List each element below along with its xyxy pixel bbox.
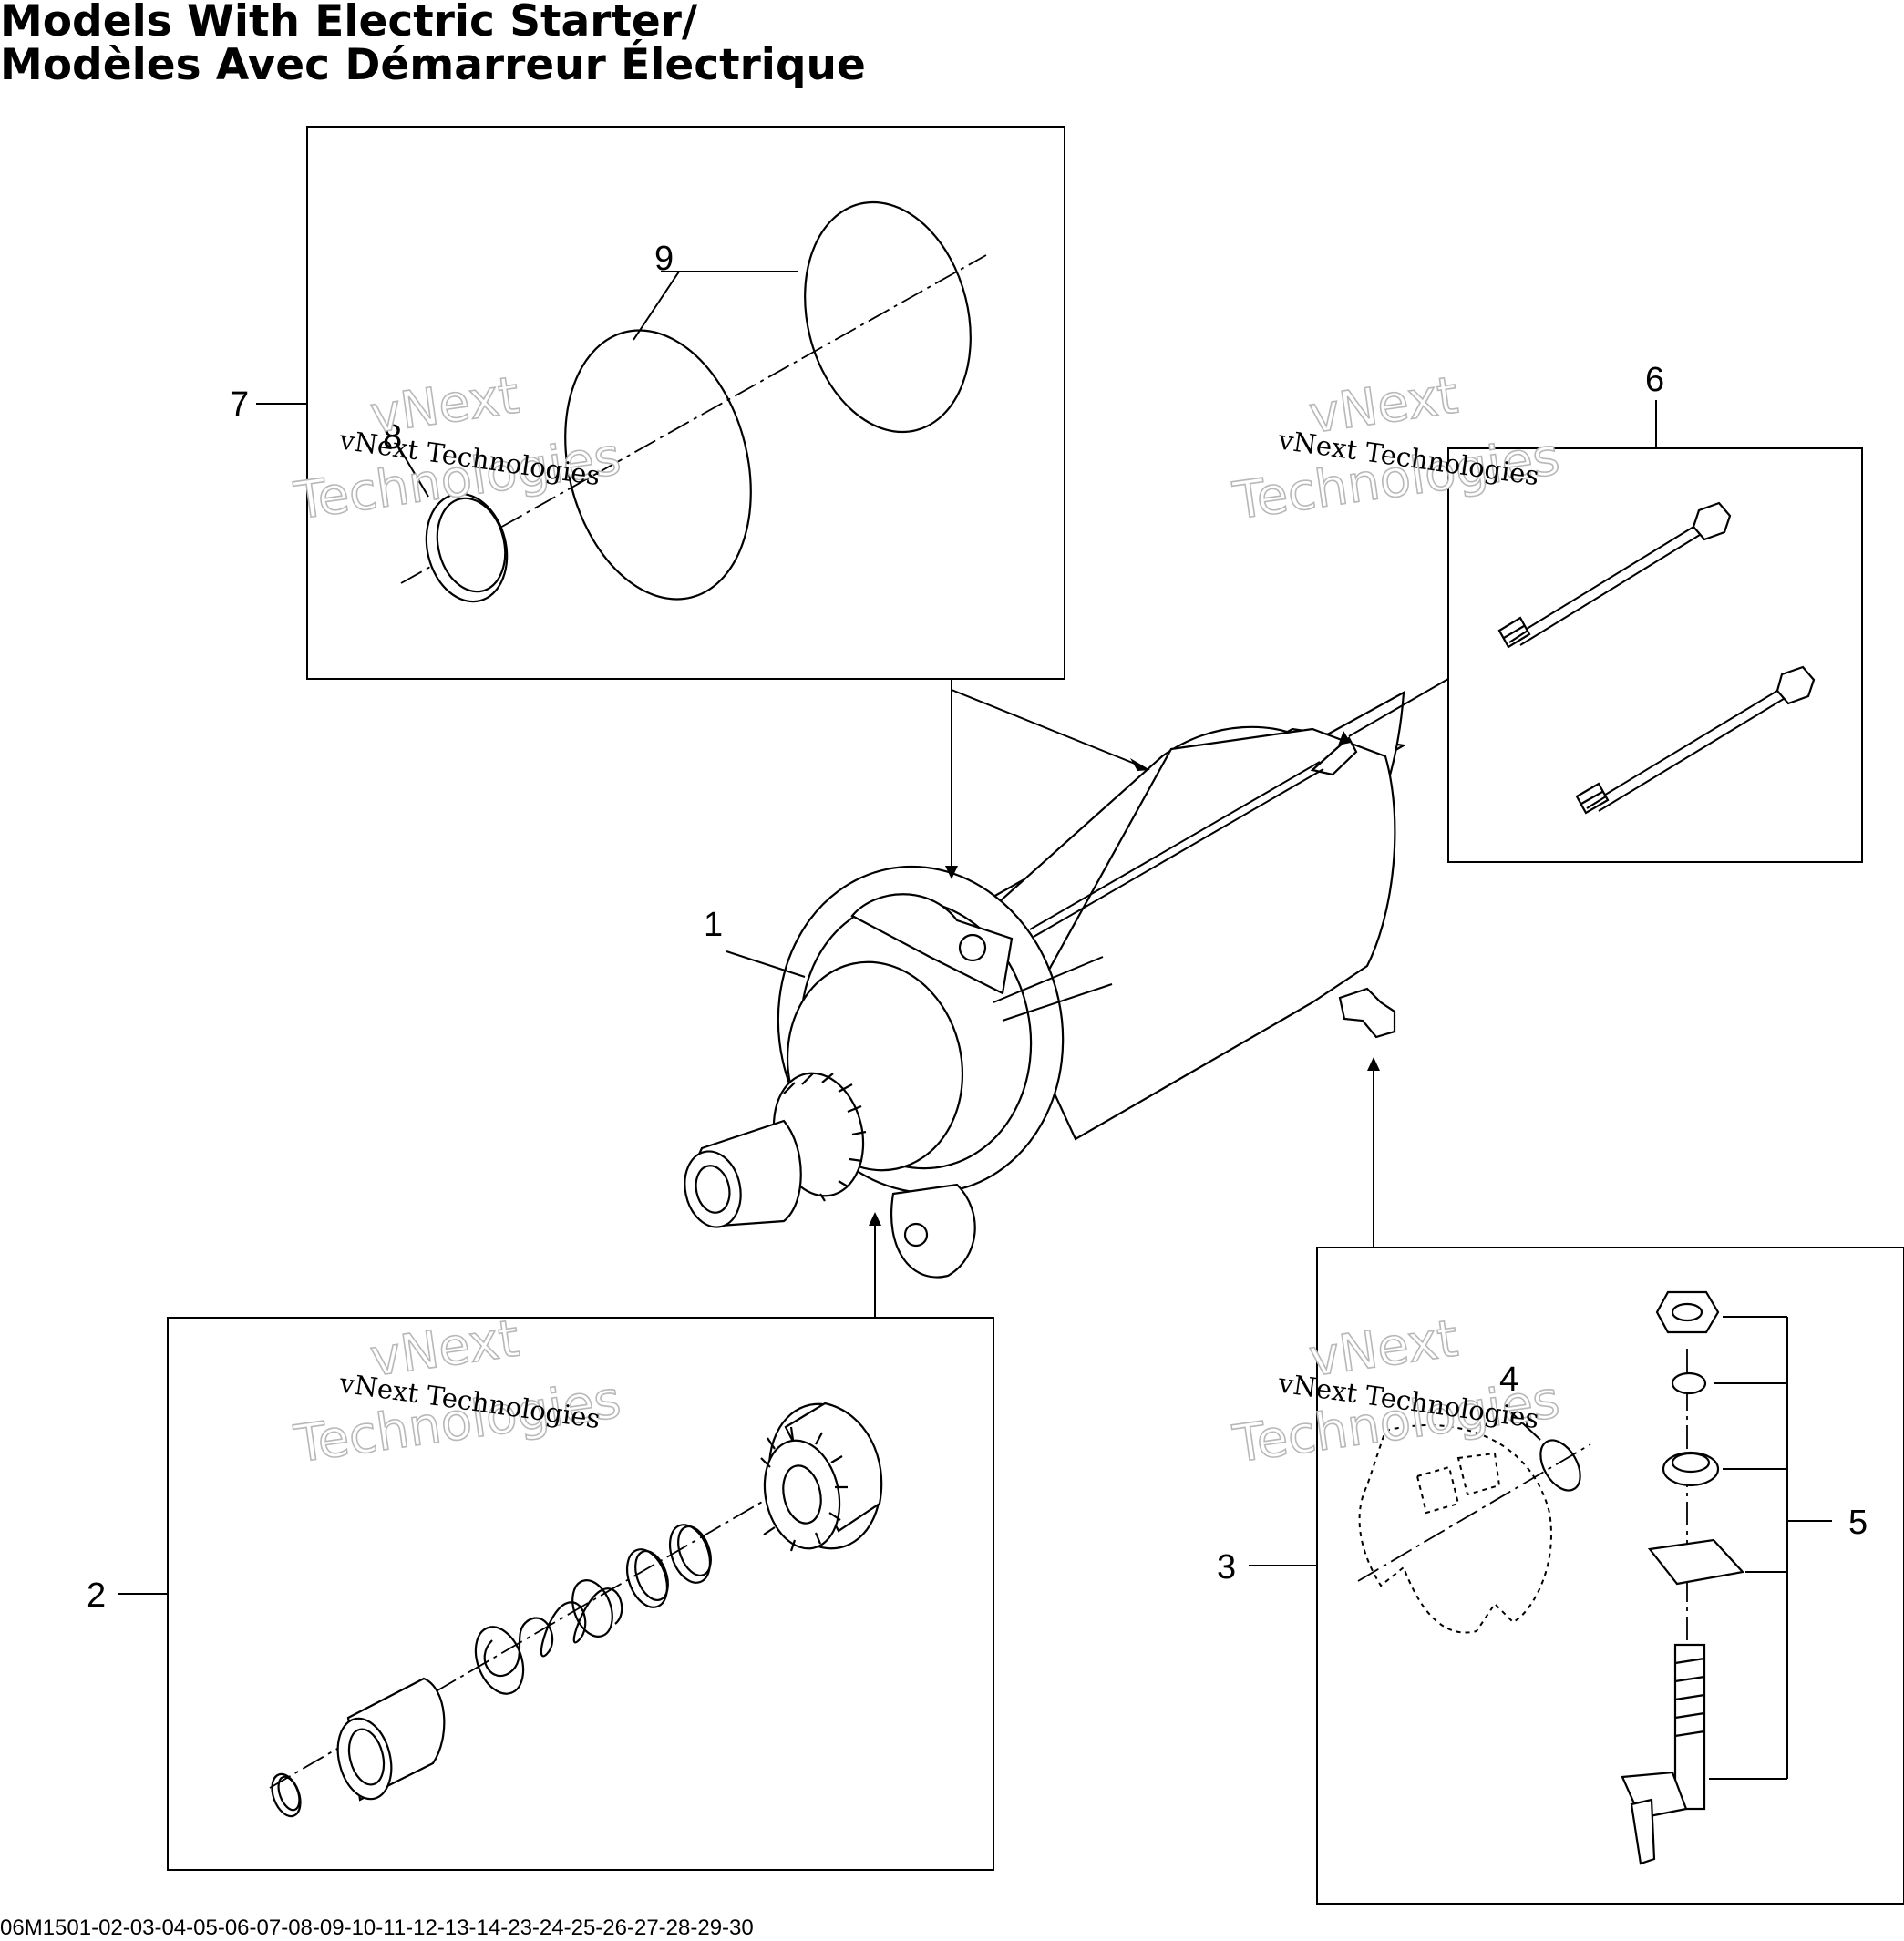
- diagram-title-english: Models With Electric Starter/: [0, 0, 698, 46]
- watermark-bottom-left: vNext Technologies vNext Technologies: [290, 1309, 625, 1475]
- callout-5: 5: [1848, 1504, 1868, 1542]
- snap-ring: [271, 1772, 302, 1818]
- terminal-o-ring-4: [1539, 1439, 1581, 1492]
- through-bolt-upper: [1497, 501, 1732, 649]
- watermark-top-left: vNext Technologies vNext Technologies: [290, 365, 625, 532]
- terminal-bracket: [1647, 1538, 1745, 1586]
- sealing-ring-8: [425, 492, 509, 603]
- terminal-cover-phantom: [1358, 1424, 1552, 1634]
- kit-box-3: [1316, 1247, 1904, 1905]
- callout-3: 3: [1217, 1548, 1236, 1587]
- electric-starter-motor: [684, 691, 1407, 1279]
- watermark-bottom-right: vNext Technologies vNext Technologies: [1229, 1309, 1564, 1475]
- through-bolt-lower: [1575, 665, 1816, 815]
- lock-washer: [1671, 1371, 1707, 1395]
- kit-box-6: [1447, 447, 1863, 863]
- callout-8: 8: [383, 418, 402, 457]
- figure-code: 06M1501-02-03-04-05-06-07-08-09-10-11-12…: [0, 1915, 754, 1940]
- diagram-title-french: Modèles Avec Démarreur Électrique: [0, 40, 866, 90]
- callout-6: 6: [1645, 361, 1664, 399]
- o-ring-small: [564, 329, 752, 601]
- callout-2: 2: [87, 1576, 106, 1615]
- terminal-insulator: [1662, 1451, 1720, 1487]
- flange-nut: [1655, 1290, 1720, 1334]
- callout-9: 9: [654, 240, 674, 278]
- watermark-top-right: vNext Technologies vNext Technologies: [1229, 365, 1564, 532]
- callout-7: 7: [230, 385, 249, 424]
- callout-5-bracket: [1709, 1316, 1832, 1780]
- stop-ring-pair: [625, 1524, 712, 1608]
- terminal-stud: [1621, 1643, 1706, 1865]
- pinion-spring: [474, 1579, 623, 1695]
- drive-pinion-assembly: [760, 1402, 883, 1552]
- callout-1: 1: [704, 906, 723, 944]
- o-ring-large: [804, 200, 972, 434]
- callout-4: 4: [1499, 1361, 1518, 1399]
- pinion-stop-collar: [336, 1677, 446, 1802]
